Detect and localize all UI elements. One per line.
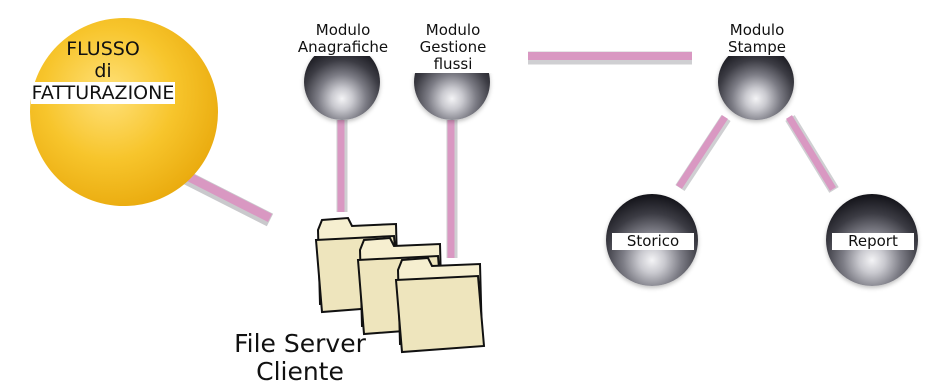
modulo-stampe-node (718, 44, 794, 120)
connector-stampe-storico-overlay (676, 115, 728, 189)
folder-icon (394, 256, 486, 354)
modulo-gestione-flussi-label: Modulo Gestione flussi (406, 22, 500, 73)
file-server-line-2: Cliente (256, 357, 344, 386)
flusso-line-1: FLUSSO (66, 38, 140, 60)
storico-label: Storico (612, 233, 694, 250)
gestione-line-2: Gestione (419, 38, 487, 56)
stampe-line-2: Stampe (728, 38, 786, 56)
file-server-caption: File Server Cliente (200, 330, 400, 386)
flusso-fatturazione-label: FLUSSO di FATTURAZIONE (0, 38, 206, 104)
anagrafiche-line-1: Modulo (315, 21, 371, 39)
report-label: Report (832, 233, 914, 250)
folder-stack-icon (314, 216, 486, 354)
flusso-line-3: FATTURAZIONE (30, 82, 176, 104)
modulo-stampe-label: Modulo Stampe (716, 22, 798, 56)
flusso-fatturazione-circle (30, 18, 218, 206)
gestione-line-1: Modulo (425, 21, 481, 39)
gestione-line-3: flussi (433, 55, 473, 73)
modulo-anagrafiche-label: Modulo Anagrafiche (288, 22, 398, 56)
anagrafiche-line-2: Anagrafiche (297, 38, 389, 56)
file-server-line-1: File Server (234, 329, 366, 358)
connector-stampe-report-overlay (786, 115, 836, 191)
stampe-line-1: Modulo (729, 21, 785, 39)
modulo-anagrafiche-node (304, 44, 380, 120)
flusso-line-2: di (94, 60, 112, 82)
